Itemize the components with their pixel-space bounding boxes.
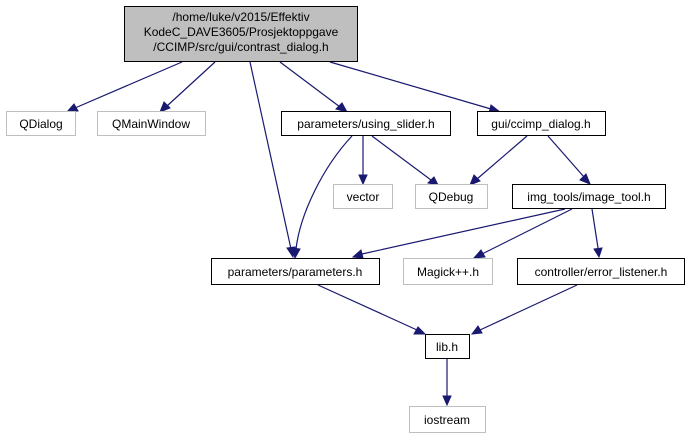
- edge-root-to-ccimp-dialog: [329, 61, 502, 114]
- node-vector[interactable]: vector: [333, 184, 393, 209]
- edge-error-listener-to-lib: [470, 284, 578, 335]
- node-label: vector: [347, 190, 380, 204]
- node-error-listener-h[interactable]: controller/error_listener.h: [517, 258, 685, 285]
- node-label: Magick++.h: [417, 265, 479, 279]
- node-lib-h[interactable]: lib.h: [425, 334, 470, 359]
- root-line-3: /CCIMP/src/gui/contrast_dialog.h: [153, 40, 328, 54]
- edge-ccimp-dialog-to-qdebug: [469, 135, 528, 186]
- node-using-slider-h[interactable]: parameters/using_slider.h: [281, 111, 451, 136]
- edge-image-tool-to-error-listener: [591, 208, 603, 259]
- node-contrast-dialog-h[interactable]: /home/luke/v2015/Effektiv KodeC_DAVE3605…: [124, 6, 358, 62]
- edge-ccimp-dialog-to-image-tool: [547, 135, 591, 185]
- node-iostream[interactable]: iostream: [409, 406, 486, 433]
- edge-image-tool-to-parameters: [351, 208, 566, 259]
- root-line-1: /home/luke/v2015/Effektiv: [172, 10, 309, 24]
- edge-root-to-using-slider: [279, 61, 349, 113]
- edge-image-tool-to-magick: [472, 208, 573, 259]
- node-qdebug[interactable]: QDebug: [415, 184, 488, 209]
- node-label: controller/error_listener.h: [535, 265, 668, 279]
- edge-root-to-parameters: [249, 61, 296, 259]
- node-label: iostream: [424, 413, 470, 427]
- node-qmainwindow[interactable]: QMainWindow: [97, 111, 206, 136]
- edge-root-to-qmainwindow: [159, 61, 216, 113]
- node-label: QDebug: [429, 190, 474, 204]
- node-label: QDialog: [19, 117, 62, 131]
- node-qdialog[interactable]: QDialog: [6, 111, 76, 136]
- nodes: /home/luke/v2015/Effektiv KodeC_DAVE3605…: [6, 6, 685, 433]
- node-ccimp-dialog-h[interactable]: gui/ccimp_dialog.h: [477, 111, 606, 136]
- node-label: parameters/using_slider.h: [297, 117, 434, 131]
- edge-lib-to-iostream: [442, 359, 452, 407]
- node-label: img_tools/image_tool.h: [527, 190, 650, 204]
- node-parameters-h[interactable]: parameters/parameters.h: [211, 258, 380, 285]
- edge-using-slider-to-qdebug: [371, 135, 439, 186]
- node-label: QMainWindow: [112, 117, 190, 131]
- node-label: gui/ccimp_dialog.h: [491, 117, 590, 131]
- edge-using-slider-to-vector: [358, 136, 368, 186]
- node-image-tool-h[interactable]: img_tools/image_tool.h: [512, 184, 666, 209]
- edge-parameters-to-lib: [317, 284, 427, 335]
- node-label: parameters/parameters.h: [228, 265, 363, 279]
- node-magick-h[interactable]: Magick++.h: [403, 258, 493, 285]
- root-line-2: KodeC_DAVE3605/Prosjektoppgave: [144, 25, 339, 39]
- node-label: lib.h: [436, 340, 458, 354]
- edge-using-slider-to-parameters: [291, 135, 353, 260]
